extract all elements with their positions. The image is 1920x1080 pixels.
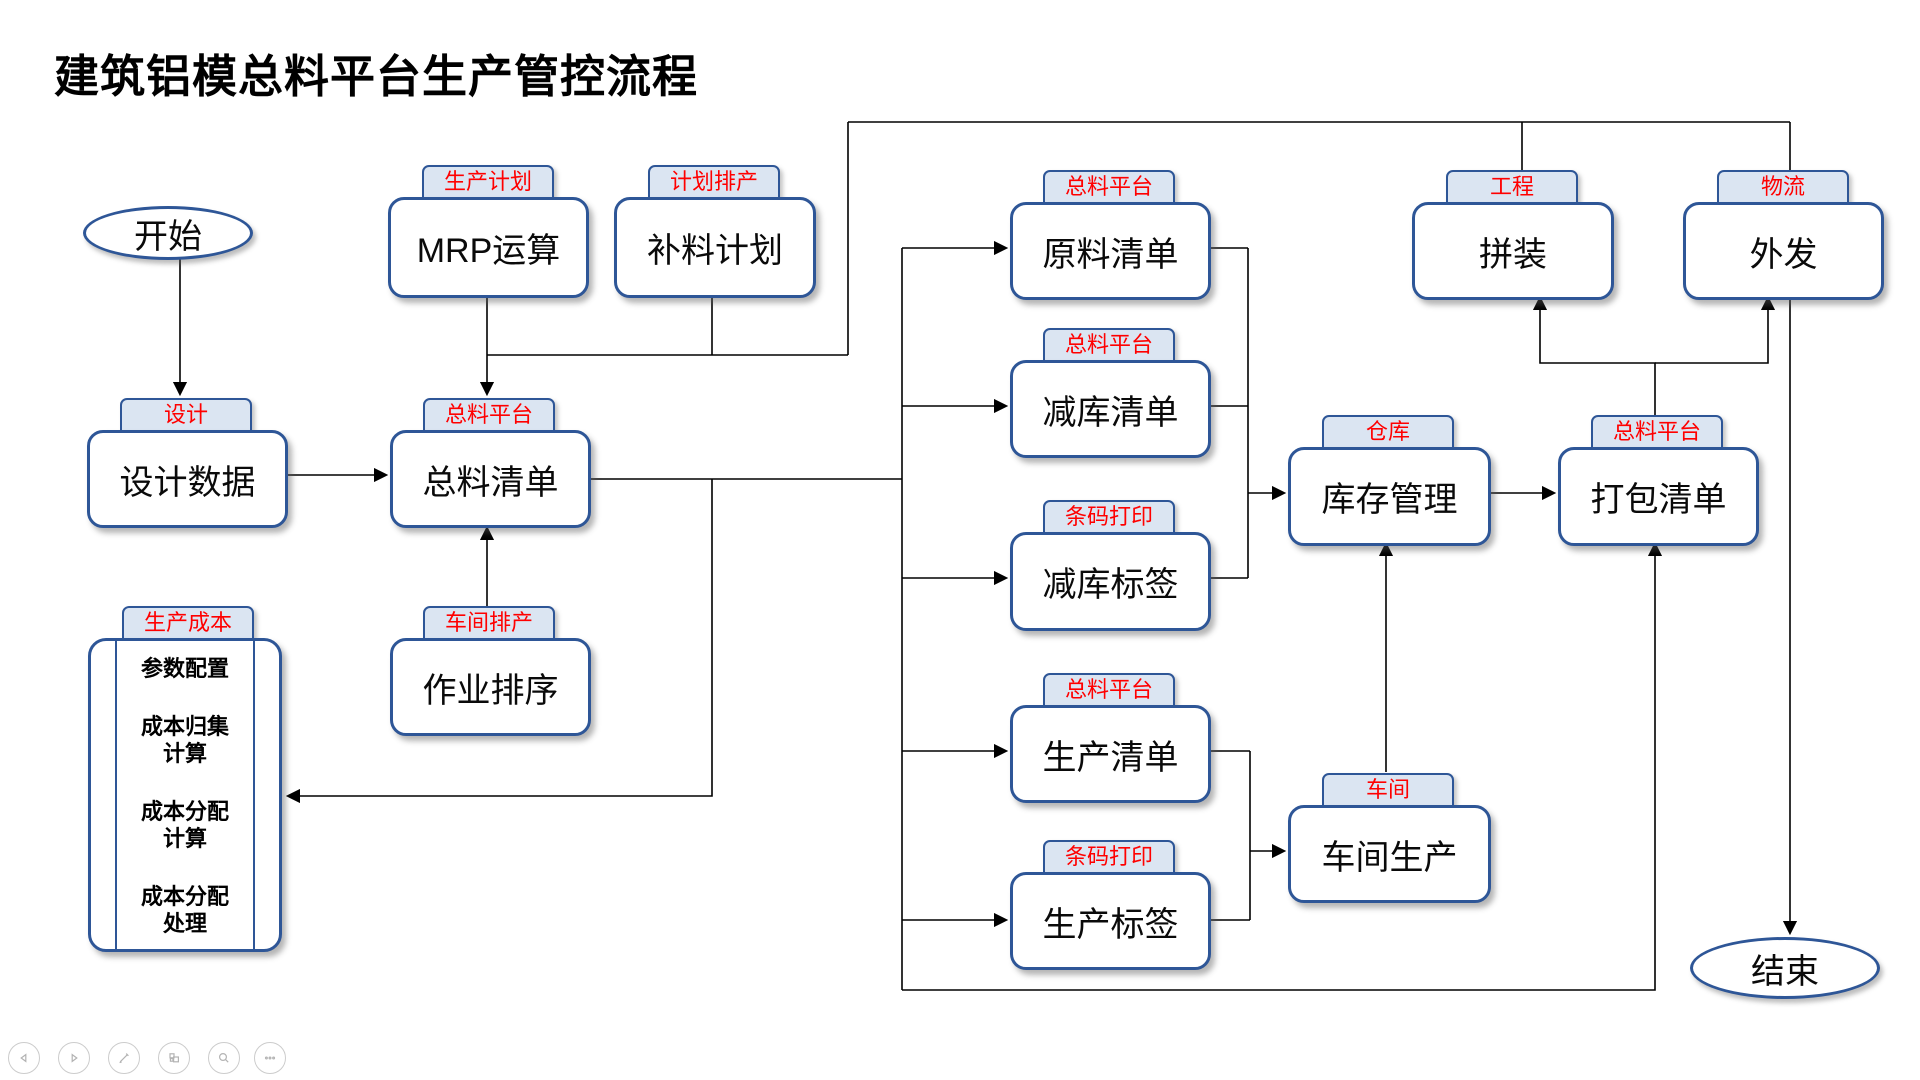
- node-dabao: 打包清单: [1558, 447, 1759, 546]
- node-chejian-label: 车间生产: [1321, 838, 1458, 877]
- node-zongliao: 总料清单: [390, 430, 591, 528]
- node-jianku-biaoqian: 减库标签: [1010, 532, 1211, 631]
- node-chejian: 车间生产: [1288, 805, 1491, 903]
- slide-title: 建筑铝模总料平台生产管控流程: [54, 51, 699, 102]
- end-terminal: 结束: [1690, 937, 1880, 999]
- more-icon: [264, 1056, 276, 1060]
- node-zongliao-label: 总料清单: [422, 463, 559, 502]
- more-button[interactable]: [254, 1042, 286, 1074]
- previous-slide-button[interactable]: [8, 1042, 40, 1074]
- arrow-connectors: [172, 240, 1798, 991]
- node-waifa: 外发: [1683, 202, 1884, 300]
- node-mrp-label: MRP运算: [416, 232, 561, 270]
- node-yuanliao-label: 原料清单: [1042, 235, 1179, 274]
- node-kucun-label: 库存管理: [1321, 481, 1458, 519]
- node-jianku-biaoqian-label: 减库标签: [1042, 566, 1179, 604]
- node-sheji: 设计数据: [87, 430, 288, 528]
- node-yuanliao: 原料清单: [1010, 202, 1211, 300]
- cost-module-items: 参数配置 成本归集 计算 成本分配 计算 成本分配 处理: [117, 641, 253, 949]
- node-zuoye-label: 作业排序: [422, 671, 559, 710]
- next-slide-button[interactable]: [58, 1042, 90, 1074]
- slide-panel-button[interactable]: [158, 1042, 190, 1074]
- node-pinzhuang: 拼装: [1412, 202, 1614, 300]
- start-terminal: 开始: [83, 206, 253, 260]
- node-shengchan-biaoqian: 生产标签: [1010, 872, 1211, 970]
- node-jianku-qingdan: 减库清单: [1010, 360, 1211, 458]
- slideshow-controls: [0, 1040, 300, 1076]
- cost-module-left-rail: [115, 641, 117, 949]
- node-shengchan-qingdan-label: 生产清单: [1042, 738, 1179, 777]
- cost-item: 参数配置: [140, 656, 229, 681]
- node-jianku-qingdan-label: 减库清单: [1042, 393, 1179, 432]
- node-shengchan-biaoqian-label: 生产标签: [1042, 905, 1179, 944]
- end-terminal-label: 结束: [1751, 952, 1819, 991]
- cost-module: 参数配置 成本归集 计算 成本分配 计算 成本分配 处理: [88, 638, 282, 952]
- slide-panel-icon: [169, 1053, 180, 1063]
- zoom-icon: [218, 1052, 229, 1063]
- node-kucun: 库存管理: [1288, 447, 1491, 546]
- node-shengchan-qingdan: 生产清单: [1010, 705, 1211, 803]
- zoom-button[interactable]: [208, 1042, 240, 1074]
- cost-item: 成本归集 计算: [140, 713, 229, 767]
- node-zuoye: 作业排序: [390, 638, 591, 736]
- node-sheji-label: 设计数据: [119, 463, 256, 502]
- cost-item: 成本分配 计算: [140, 798, 229, 852]
- node-dabao-label: 打包清单: [1590, 481, 1727, 519]
- node-buliao-label: 补料计划: [647, 232, 783, 270]
- start-terminal-label: 开始: [134, 217, 202, 256]
- pen-icon: [119, 1053, 129, 1064]
- previous-slide-icon: [20, 1053, 27, 1063]
- node-mrp: MRP运算: [388, 197, 589, 298]
- next-slide-icon: [71, 1053, 78, 1063]
- plain-connectors: [487, 121, 1791, 990]
- cost-module-right-rail: [253, 641, 255, 949]
- cost-item: 成本分配 处理: [140, 883, 229, 937]
- node-buliao: 补料计划: [614, 197, 816, 298]
- node-waifa-label: 外发: [1749, 235, 1818, 274]
- pen-button[interactable]: [108, 1042, 140, 1074]
- node-pinzhuang-label: 拼装: [1479, 235, 1547, 274]
